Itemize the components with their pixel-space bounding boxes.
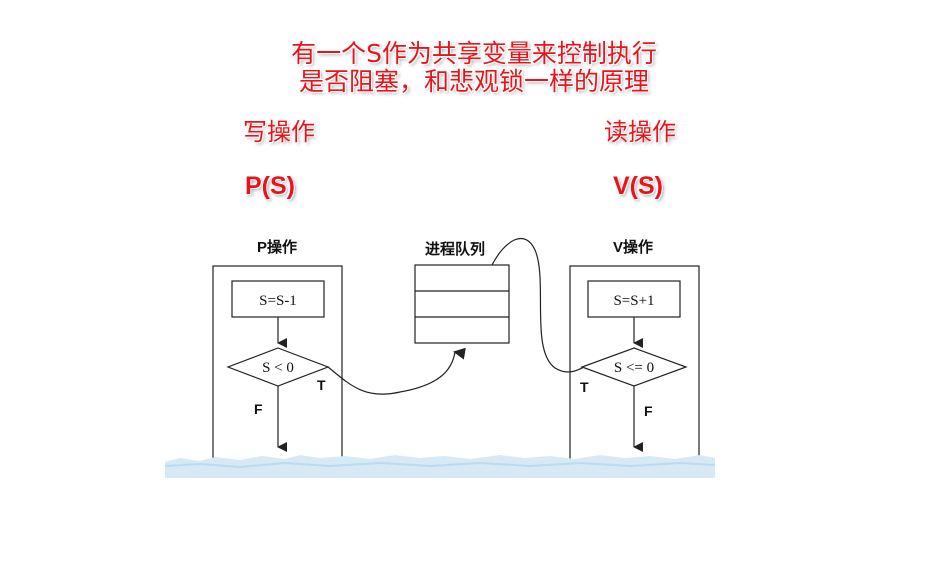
header-line-1: 有一个S作为共享变量来控制执行 [291,39,657,68]
write-operation-label: 写操作 [243,118,315,146]
process-queue-title: 进程队列 [425,240,485,258]
queue-to-v-curve [491,237,585,373]
p-true-to-queue-curve [327,347,466,395]
v-operation-title: V操作 [613,238,653,256]
v-operation-group: V操作 S=S+1 S <= 0 T F [569,238,700,467]
process-queue-group: 进程队列 [414,240,510,344]
p-function-label: P(S) [245,172,295,200]
p-true-label: T [317,377,326,393]
p-step-text: S=S-1 [259,293,297,309]
torn-bottom-strip [165,455,715,478]
v-step-box [587,280,681,318]
v-false-label: F [644,403,653,419]
v-true-label: T [580,379,589,395]
v-step-text: S=S+1 [613,293,654,309]
p-step-box [231,280,325,318]
p-operation-group: P操作 S=S-1 S < 0 T F [212,238,343,467]
header-line-2: 是否阻塞，和悲观锁一样的原理 [298,67,649,96]
p-condition-text: S < 0 [262,360,294,376]
p-operation-title: P操作 [257,238,297,256]
process-queue-box [414,264,510,344]
read-operation-label: 读操作 [604,118,676,146]
p-false-label: F [254,401,263,417]
v-function-label: V(S) [613,172,663,200]
v-condition-text: S <= 0 [614,360,654,376]
torn-bottom-highlight [164,461,716,469]
